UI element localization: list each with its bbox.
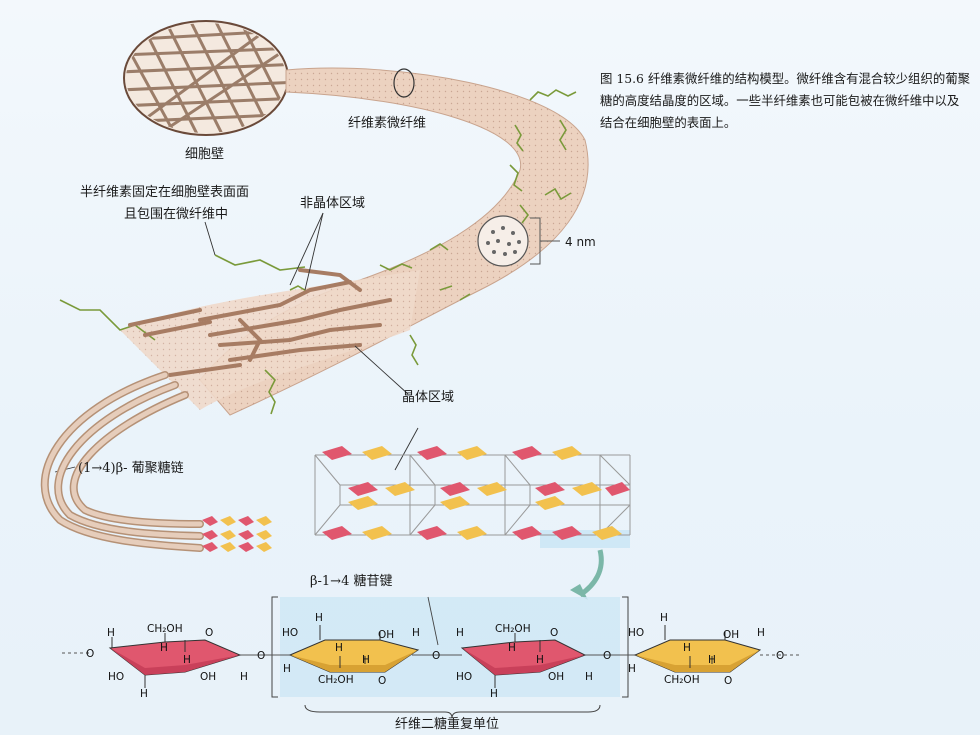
svg-text:H: H bbox=[160, 642, 168, 654]
glucose-ring-1 bbox=[108, 639, 242, 676]
svg-text:H: H bbox=[490, 688, 498, 700]
svg-text:H: H bbox=[660, 612, 668, 624]
svg-text:CH₂OH: CH₂OH bbox=[147, 623, 183, 635]
svg-text:H: H bbox=[240, 671, 248, 683]
svg-text:CH₂OH: CH₂OH bbox=[664, 674, 700, 686]
svg-text:H: H bbox=[107, 627, 115, 639]
glucan-strand-bundle bbox=[128, 268, 392, 377]
hemicellulose-strands bbox=[59, 89, 577, 415]
svg-text:O: O bbox=[724, 675, 732, 687]
svg-text:CH₂OH: CH₂OH bbox=[318, 674, 354, 686]
lattice-rings-bottom bbox=[322, 526, 622, 540]
zoom-arrow bbox=[570, 549, 604, 600]
svg-text:O: O bbox=[205, 627, 213, 639]
repeat-unit-brace bbox=[304, 704, 601, 719]
crystal-lattice bbox=[314, 446, 631, 548]
svg-text:HO: HO bbox=[456, 671, 472, 683]
lattice-rings-top bbox=[322, 446, 582, 460]
svg-text:O: O bbox=[86, 648, 94, 660]
label-hemicellulose-2: 且包围在微纤维中 bbox=[124, 207, 229, 222]
svg-text:HO: HO bbox=[628, 627, 644, 639]
glucose-ring-2 bbox=[288, 639, 420, 673]
label-4nm: 4 nm bbox=[565, 235, 596, 249]
svg-text:O: O bbox=[432, 650, 440, 662]
svg-text:H: H bbox=[335, 642, 343, 654]
label-amorphous: 非晶体区域 bbox=[300, 196, 366, 211]
label-crystalline: 晶体区域 bbox=[402, 390, 455, 405]
svg-text:H: H bbox=[412, 627, 420, 639]
svg-text:O: O bbox=[603, 650, 611, 662]
svg-text:HO: HO bbox=[282, 627, 298, 639]
lattice-rings-mid bbox=[348, 482, 630, 510]
glucose-ring-4 bbox=[633, 639, 762, 673]
cell-wall-illustration bbox=[123, 20, 289, 136]
svg-text:H: H bbox=[708, 654, 716, 666]
svg-text:H: H bbox=[183, 654, 191, 666]
svg-text:OH: OH bbox=[200, 671, 216, 683]
glucan-chains bbox=[40, 371, 204, 552]
svg-text:H: H bbox=[585, 671, 593, 683]
svg-text:H: H bbox=[628, 663, 636, 675]
svg-text:O: O bbox=[378, 675, 386, 687]
chem-labels: O H CH₂OH O H H HO OH H H O H HO OH H H … bbox=[86, 612, 784, 700]
svg-text:OH: OH bbox=[723, 629, 739, 641]
svg-text:H: H bbox=[456, 627, 464, 639]
ring-bonds bbox=[111, 625, 726, 688]
label-glucan-chain: (1→4)β- 葡聚糖链 bbox=[78, 461, 184, 476]
svg-text:H: H bbox=[536, 654, 544, 666]
svg-text:H: H bbox=[362, 654, 370, 666]
svg-text:H: H bbox=[315, 612, 323, 624]
svg-text:O: O bbox=[550, 627, 558, 639]
figure-caption: 图 15.6 纤维素微纤维的结构模型。微纤维含有混合较少组织的葡聚糖的高度结晶度… bbox=[600, 71, 971, 130]
svg-text:O: O bbox=[776, 650, 784, 662]
cross-section-4nm bbox=[477, 215, 560, 267]
label-hemicellulose-1: 半纤维素固定在细胞壁表面面 bbox=[80, 185, 250, 200]
svg-text:HO: HO bbox=[108, 671, 124, 683]
repeat-unit-bracket bbox=[271, 596, 629, 698]
svg-text:O: O bbox=[257, 650, 265, 662]
svg-text:H: H bbox=[140, 688, 148, 700]
bond-pointer bbox=[427, 596, 439, 646]
label-glycosidic-bond: β-1→4 糖苷键 bbox=[310, 574, 393, 589]
svg-text:H: H bbox=[683, 642, 691, 654]
svg-text:OH: OH bbox=[548, 671, 564, 683]
svg-text:H: H bbox=[283, 663, 291, 675]
label-cell-wall: 细胞壁 bbox=[185, 147, 225, 162]
label-repeat-unit: 纤维二糖重复单位 bbox=[395, 717, 500, 732]
chain-end-rings bbox=[202, 516, 272, 552]
svg-text:H: H bbox=[508, 642, 516, 654]
chain-backbone bbox=[62, 652, 800, 656]
svg-text:CH₂OH: CH₂OH bbox=[495, 623, 531, 635]
svg-text:OH: OH bbox=[378, 629, 394, 641]
svg-text:H: H bbox=[757, 627, 765, 639]
label-microfibril: 纤维素微纤维 bbox=[348, 116, 427, 131]
